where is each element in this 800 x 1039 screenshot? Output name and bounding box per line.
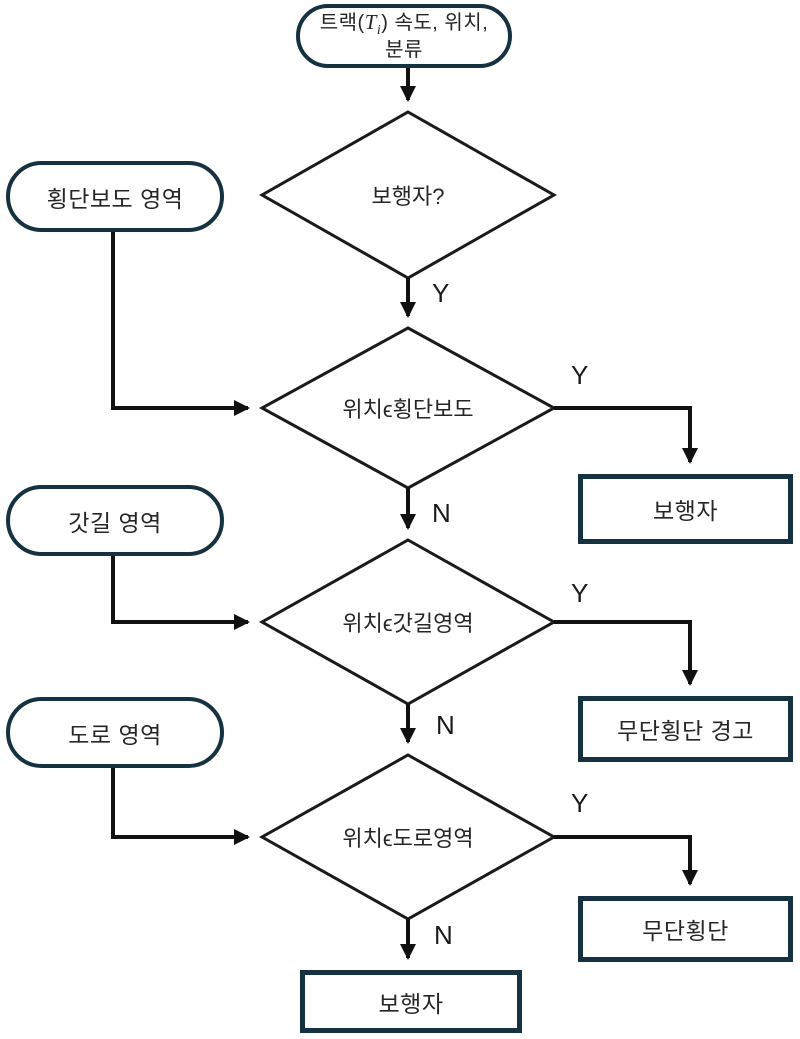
input-crosswalk-area-label: 횡단보도 영역 bbox=[46, 185, 184, 212]
edge-label-road-no: N bbox=[434, 920, 453, 950]
edge-label-shoulder-no: N bbox=[436, 710, 455, 740]
arrow-shoulder-area-in bbox=[111, 556, 250, 630]
result-pedestrian-final-label: 보행자 bbox=[378, 990, 444, 1017]
edge-label-crosswalk-yes: Y bbox=[571, 360, 589, 390]
result-jaywalking-label: 무단횡단 bbox=[642, 918, 729, 944]
result-jaywalking: 무단횡단 bbox=[578, 896, 793, 962]
result-jaywalk-warning-label: 무단횡단 경고 bbox=[617, 718, 754, 744]
decision-crosswalk-label: 위치ϵ횡단보도 bbox=[342, 397, 474, 422]
arrow-crosswalk-yes-right bbox=[554, 406, 698, 464]
edge-label-crosswalk-no: N bbox=[432, 498, 451, 528]
arrow-road-yes-right bbox=[554, 835, 698, 886]
edge-label-shoulder-yes: Y bbox=[571, 578, 589, 608]
edge-label-pedestrian-yes: Y bbox=[432, 278, 450, 308]
arrow-shoulder-yes-right bbox=[554, 620, 698, 686]
math-var-T: T bbox=[364, 10, 377, 35]
input-crosswalk-area: 횡단보도 영역 bbox=[6, 161, 224, 232]
start-node-line1: 트랙(Ti) 속도, 위치, bbox=[319, 10, 489, 39]
decision-shoulder-label: 위치ϵ갓길영역 bbox=[342, 611, 474, 636]
start-node-line2: 분류 bbox=[385, 38, 423, 61]
result-pedestrian: 보행자 bbox=[578, 474, 793, 544]
result-pedestrian-final: 보행자 bbox=[300, 970, 522, 1033]
result-pedestrian-label: 보행자 bbox=[653, 498, 718, 524]
math-sub-i: i bbox=[376, 23, 382, 39]
input-road-area: 도로 영역 bbox=[6, 697, 224, 768]
input-road-area-label: 도로 영역 bbox=[68, 721, 162, 748]
decision-pedestrian-label: 보행자? bbox=[371, 184, 445, 209]
arrow-road-area-in bbox=[111, 768, 250, 845]
arrow-crosswalk-area-in bbox=[111, 232, 250, 416]
edge-label-road-yes: Y bbox=[571, 788, 589, 818]
result-jaywalk-warning: 무단횡단 경고 bbox=[578, 696, 793, 762]
input-shoulder-area-label: 갓길 영역 bbox=[68, 509, 162, 536]
input-shoulder-area: 갓길 영역 bbox=[6, 485, 224, 556]
start-node: 트랙(Ti) 속도, 위치, 분류 bbox=[296, 4, 512, 68]
decision-road-label: 위치ϵ도로영역 bbox=[342, 826, 474, 851]
